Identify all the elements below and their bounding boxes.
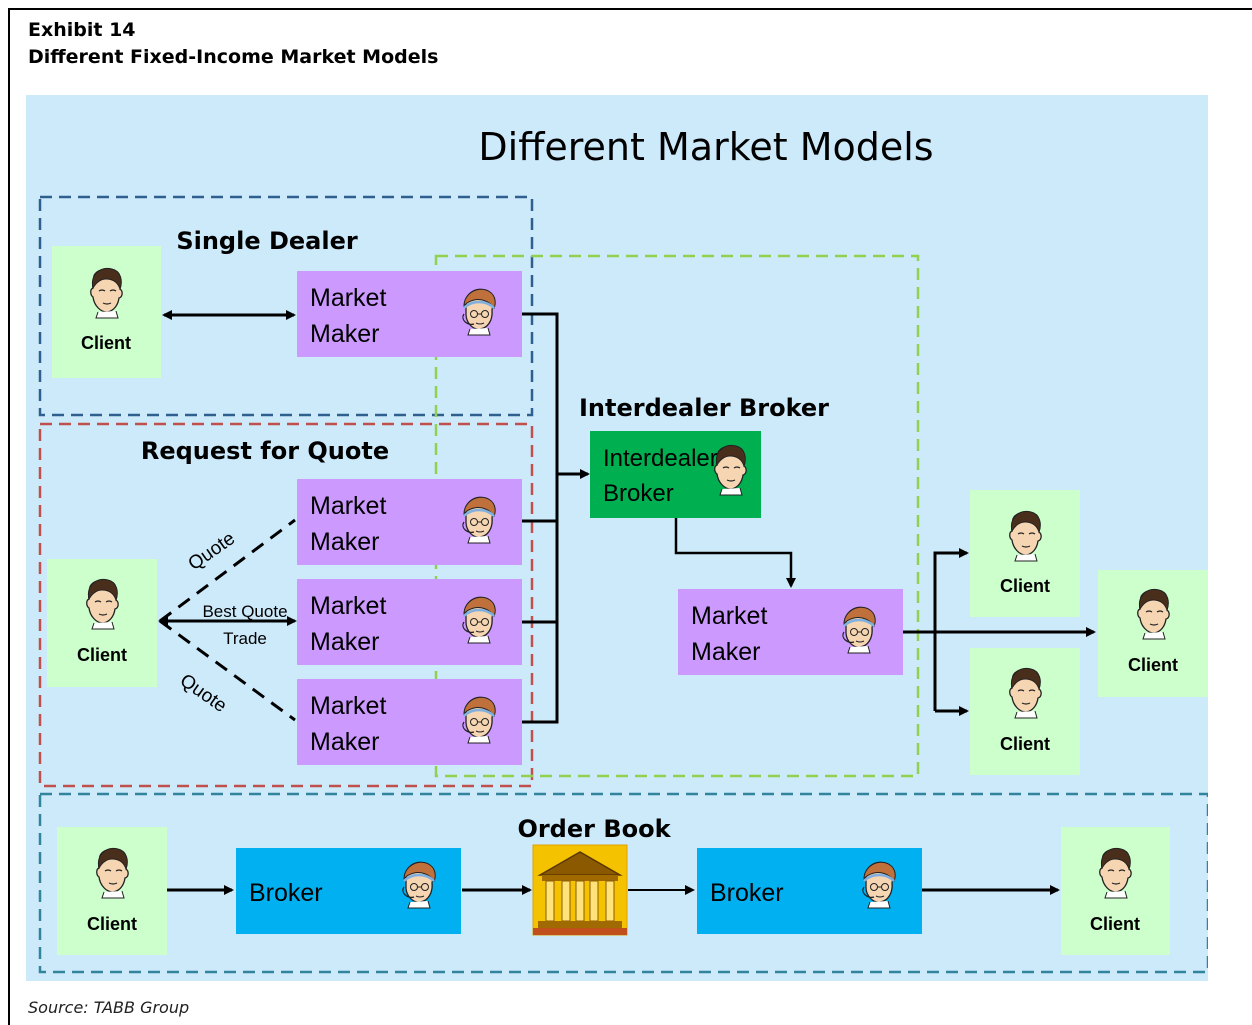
exhibit-title: Different Fixed-Income Market Models — [28, 46, 439, 68]
client-label: Client — [77, 645, 127, 665]
interdealer-region — [434, 254, 920, 778]
market-maker-label-1: Market — [691, 602, 767, 630]
client-label: Client — [1090, 914, 1140, 934]
client-label: Client — [81, 333, 131, 353]
client-label: Client — [1128, 655, 1178, 675]
market-maker-label-1: Market — [310, 492, 386, 520]
market-maker-single-dealer: Market Maker — [297, 271, 522, 357]
client-label: Client — [1000, 734, 1050, 754]
broker-label: Broker — [249, 879, 323, 907]
market-maker-label-1: Market — [310, 284, 386, 312]
client-right-bottom: Client — [970, 648, 1080, 775]
client-rfq: Client — [47, 559, 157, 687]
best-quote-label: Best Quote — [202, 602, 287, 621]
single-dealer-title: Single Dealer — [176, 227, 358, 255]
order-book-region — [38, 792, 1208, 974]
market-maker-rfq-2: Market Maker — [297, 579, 522, 665]
client-right-middle: Client — [1098, 570, 1208, 697]
market-maker-label-2: Maker — [691, 638, 760, 666]
market-maker-label-2: Maker — [310, 728, 379, 756]
interdealer-label-2: Broker — [603, 480, 674, 507]
client-label: Client — [87, 914, 137, 934]
trade-label: Trade — [223, 629, 267, 648]
client-order-book-left: Client — [57, 827, 167, 955]
market-maker-interdealer: Market Maker — [678, 589, 903, 675]
market-maker-rfq-1: Market Maker — [297, 479, 522, 565]
market-maker-label-1: Market — [310, 592, 386, 620]
client-label: Client — [1000, 576, 1050, 596]
quote-line-bottom — [159, 619, 296, 722]
market-maker-rfq-3: Market Maker — [297, 679, 522, 765]
broker-left: Broker — [236, 848, 461, 934]
single-dealer-region — [38, 195, 534, 417]
broker-label: Broker — [710, 879, 784, 907]
market-maker-label-2: Maker — [310, 320, 379, 348]
rfq-region — [38, 422, 534, 788]
client-right-top: Client — [970, 490, 1080, 617]
exchange-building-icon — [532, 844, 628, 936]
diagram-title: Different Market Models — [478, 125, 933, 169]
market-maker-label-1: Market — [310, 692, 386, 720]
source-note: Source: TABB Group — [28, 998, 190, 1017]
interdealer-label-1: Interdealer — [603, 445, 718, 472]
mm-to-client-top-arrow — [933, 548, 969, 711]
market-maker-label-2: Maker — [310, 628, 379, 656]
market-models-diagram: Different Market Models Single Dealer Re… — [26, 95, 1208, 981]
order-book-title: Order Book — [517, 815, 671, 843]
client-single-dealer: Client — [52, 246, 161, 378]
broker-right: Broker — [697, 848, 922, 934]
idb-to-mm-arrow — [674, 518, 796, 588]
mm-collector-line — [522, 312, 559, 724]
exhibit-number: Exhibit 14 — [28, 19, 136, 41]
rfq-title: Request for Quote — [141, 437, 389, 465]
interdealer-title: Interdealer Broker — [579, 394, 829, 422]
client-order-book-right: Client — [1061, 827, 1170, 955]
exhibit-frame — [8, 8, 1252, 1025]
market-maker-label-2: Maker — [310, 528, 379, 556]
quote-line-top — [159, 518, 296, 623]
interdealer-broker: Interdealer Broker — [590, 431, 761, 518]
connectors — [158, 310, 1096, 895]
